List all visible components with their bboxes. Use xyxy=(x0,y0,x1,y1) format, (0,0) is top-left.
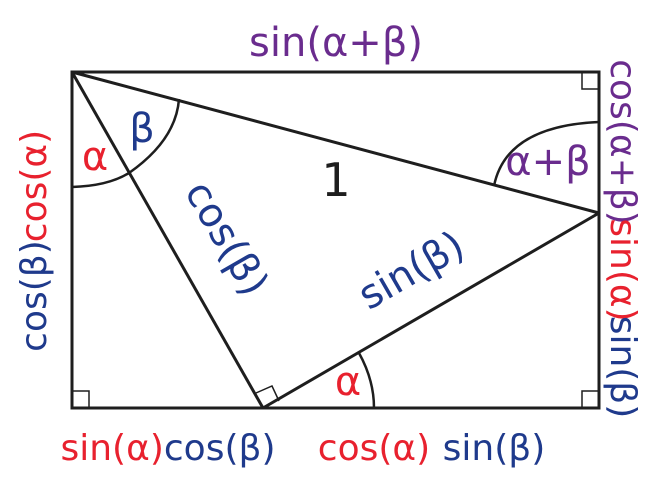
bottom-left-label: sin(α)cos(β) xyxy=(60,428,275,469)
hypotenuse-line xyxy=(71,70,600,215)
right-angle-bottom-left xyxy=(72,390,90,408)
right-angle-bottom-right xyxy=(581,390,599,408)
bottom-right-sin-beta: sin(β) xyxy=(443,428,546,469)
top-side-label: sin(α+β) xyxy=(249,20,423,66)
right-cos-sum-label: cos(α+β) xyxy=(602,59,643,225)
right-sin-alpha-label: sin(α) xyxy=(602,218,643,321)
angle-beta-top-label: β xyxy=(129,106,155,152)
angle-arc-beta-top xyxy=(128,98,181,175)
sin-beta-line xyxy=(262,211,600,410)
angle-arc-alpha-bottom xyxy=(357,352,376,409)
right-angle-inner xyxy=(255,385,280,402)
bottom-left-cos-beta: cos(β) xyxy=(164,428,276,469)
bottom-right-cos-alpha: cos(α) xyxy=(318,428,430,469)
angle-sum-label: α+β xyxy=(505,139,590,185)
outer-rectangle xyxy=(70,70,601,410)
right-sin-beta-label: sin(β) xyxy=(602,316,643,419)
right-angle-top-right xyxy=(581,72,599,90)
angle-alpha-top-label: α xyxy=(82,134,108,180)
left-cos-alpha-label: cos(α) xyxy=(14,130,55,242)
cos-beta-line xyxy=(70,71,265,409)
hypotenuse-label: 1 xyxy=(321,153,350,207)
angle-alpha-bottom-label: α xyxy=(335,359,361,405)
bottom-left-sin-alpha: sin(α) xyxy=(60,428,163,469)
cos-beta-side-label: cos(β) xyxy=(175,173,277,303)
left-cos-beta-label: cos(β) xyxy=(14,240,55,352)
angle-arc-alpha-top xyxy=(71,171,130,189)
sin-beta-side-label: sin(β) xyxy=(351,222,473,319)
angle-arc-sum xyxy=(492,120,600,187)
